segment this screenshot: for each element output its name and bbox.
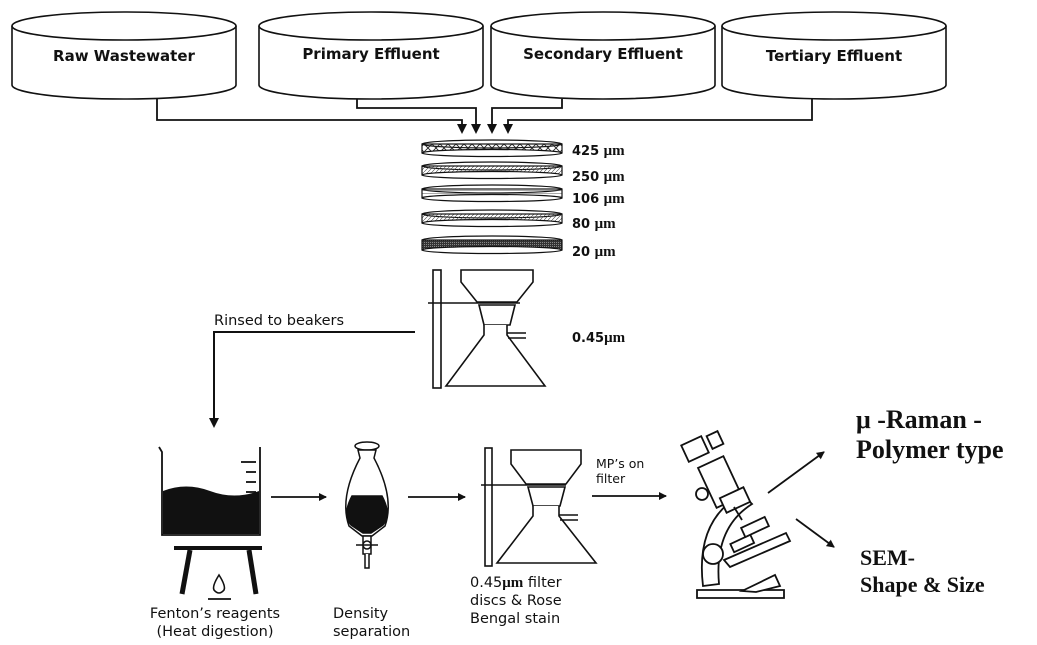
mp-on-filter-label: MP’s on filter <box>596 456 645 486</box>
tank-secondary-effluent <box>490 11 716 100</box>
tank-raw-wastewater <box>11 11 237 100</box>
tank-label-tertiary: Tertiary Effluent <box>765 47 903 65</box>
vacuum-filter-label: 0.45μm <box>572 330 626 346</box>
rinse-label: Rinsed to beakers <box>214 313 345 329</box>
sieve-250 <box>421 161 563 180</box>
tank-tertiary-effluent <box>721 11 947 100</box>
filter-caption: 0.45μm filter discs & Rose Bengal stain <box>470 575 562 627</box>
fenton-caption: Fenton’s reagents (Heat digestion) <box>149 606 281 640</box>
arrow-to-sem <box>795 518 835 548</box>
sieve-stack <box>421 139 563 255</box>
density-caption: Density separation <box>333 606 411 640</box>
tank-label-primary: Primary Effluent <box>302 45 440 63</box>
microscope-icon <box>680 429 792 599</box>
arrow-to-raman <box>767 451 825 494</box>
sieve-label-80: 80 μm <box>572 216 616 232</box>
pipes <box>156 99 813 134</box>
separatory-funnel <box>345 441 389 569</box>
filter-disc-apparatus <box>481 447 598 567</box>
tank-label-raw: Raw Wastewater <box>53 47 195 65</box>
tank-label-secondary: Secondary Effluent <box>523 45 683 63</box>
sieve-label-250: 250 μm <box>572 169 625 185</box>
raman-output: μ -Raman - Polymer type <box>856 405 1004 464</box>
sieve-label-20: 20 μm <box>572 244 616 260</box>
sieve-20 <box>421 235 563 255</box>
sieve-425 <box>421 139 563 158</box>
sem-output: SEM- Shape & Size <box>860 545 985 597</box>
beaker-heat-digestion <box>158 446 262 600</box>
vacuum-filter-apparatus <box>428 269 547 389</box>
sieve-106 <box>421 184 563 203</box>
sieve-label-425: 425 μm <box>572 143 625 159</box>
sieve-label-106: 106 μm <box>572 191 625 207</box>
rinse-arrow <box>209 331 415 428</box>
sieve-80 <box>421 209 563 228</box>
tank-primary-effluent <box>258 11 484 100</box>
